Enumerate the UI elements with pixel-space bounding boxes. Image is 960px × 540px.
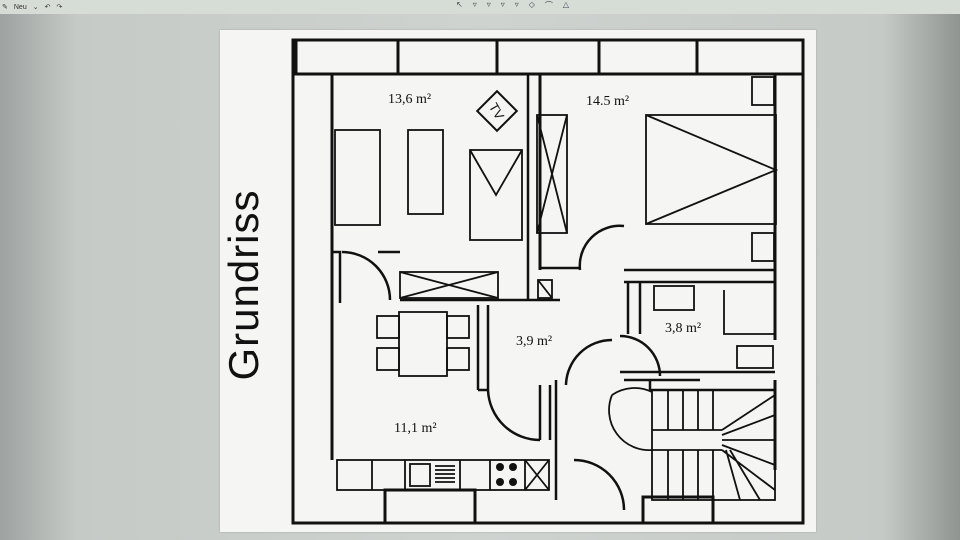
lasso-icon[interactable]: ⌒ xyxy=(544,1,553,10)
sideboard xyxy=(399,271,499,299)
kitchen-counter xyxy=(336,459,550,491)
shower xyxy=(723,290,775,335)
dining-table xyxy=(398,311,448,377)
tv-diamond xyxy=(475,89,519,133)
chair-2 xyxy=(376,347,400,371)
shaft xyxy=(537,279,553,299)
hob-burner-1 xyxy=(496,463,504,471)
window-bottom-left xyxy=(383,488,477,525)
stair-winders xyxy=(721,394,776,501)
chevron-down-icon[interactable]: ⌄ xyxy=(32,4,39,11)
bed-lines xyxy=(645,114,779,225)
partition-walls xyxy=(332,74,775,500)
door-kitchen xyxy=(486,389,541,442)
counter-divisions xyxy=(371,460,526,490)
hob-burner-3 xyxy=(496,478,504,486)
tv-marker: TV xyxy=(475,89,519,133)
coffee-table xyxy=(407,129,444,215)
staircase xyxy=(608,387,776,501)
bath-sink xyxy=(653,285,695,311)
door-hall xyxy=(564,338,613,386)
undo-icon[interactable]: ↶ xyxy=(44,4,51,11)
drawing-toolbar: ↖ ▿ ▿ ▿ ▿ ◇ ⌒ △ xyxy=(456,0,569,10)
pen-icon[interactable]: ▿ xyxy=(472,0,477,9)
room-area-bath: 3,8 m² xyxy=(665,321,701,336)
sofa xyxy=(334,129,381,226)
door-bedroom xyxy=(578,224,625,271)
toilet xyxy=(736,345,774,369)
redo-icon[interactable]: ↷ xyxy=(56,4,63,11)
chair-3 xyxy=(446,315,470,339)
pen-alt-icon[interactable]: ▿ xyxy=(486,0,491,9)
nightstand-bottom xyxy=(751,232,775,262)
sink-lines xyxy=(435,465,455,483)
room-labels: 13,6 m² 14.5 m² 3,9 m² 3,8 m² 11,1 m² xyxy=(388,92,701,436)
stair-landing-arc xyxy=(608,387,653,451)
hob xyxy=(496,463,517,486)
chair-4 xyxy=(446,347,470,371)
monitor-top-bar: ✎ Neu ⌄ ↶ ↷ ↖ ▿ ▿ ▿ ▿ ◇ ⌒ △ xyxy=(0,0,960,14)
furniture xyxy=(334,76,779,491)
sideboard-cross xyxy=(399,271,499,299)
stair-rail xyxy=(652,429,722,451)
wardrobe xyxy=(536,114,568,234)
room-area-living: 13,6 m² xyxy=(388,92,431,107)
door-entrance xyxy=(573,458,626,511)
tv-cabinet xyxy=(469,149,523,241)
new-button-label[interactable]: Neu xyxy=(13,3,27,11)
new-icon[interactable]: ✎ xyxy=(2,4,8,11)
windows xyxy=(294,38,805,525)
wardrobe-cross xyxy=(536,114,568,234)
shaft-line xyxy=(537,279,553,299)
eraser-icon[interactable]: ◇ xyxy=(528,0,535,9)
hob-burner-4 xyxy=(509,478,517,486)
highlighter-icon[interactable]: ▿ xyxy=(500,0,505,9)
window-top-right xyxy=(695,38,805,76)
tv-cabinet-lines xyxy=(469,149,523,197)
counter-cross xyxy=(524,459,550,491)
window-top-left xyxy=(294,38,400,76)
room-area-bedroom: 14.5 m² xyxy=(586,94,629,109)
oven xyxy=(409,463,431,487)
hob-burner-2 xyxy=(509,463,517,471)
nightstand-top xyxy=(751,76,775,106)
stair-treads xyxy=(667,390,714,500)
room-area-hall: 3,9 m² xyxy=(516,334,552,349)
tv-label: TV xyxy=(486,100,507,122)
app-toolbar: ✎ Neu ⌄ ↶ ↷ xyxy=(2,1,62,13)
shape-icon[interactable]: △ xyxy=(562,0,570,9)
inner-wall-lines xyxy=(330,72,777,470)
window-bottom-right xyxy=(641,495,715,525)
pointer-icon[interactable]: ↖ xyxy=(456,0,463,9)
door-living xyxy=(341,250,392,301)
bed xyxy=(645,114,777,225)
room-area-kitchen: 11,1 m² xyxy=(394,421,437,436)
door-bath xyxy=(619,334,662,377)
chair-1 xyxy=(376,315,400,339)
window-top-mid xyxy=(495,38,601,76)
marker-icon[interactable]: ▿ xyxy=(514,0,519,9)
interior-walls xyxy=(332,74,775,511)
